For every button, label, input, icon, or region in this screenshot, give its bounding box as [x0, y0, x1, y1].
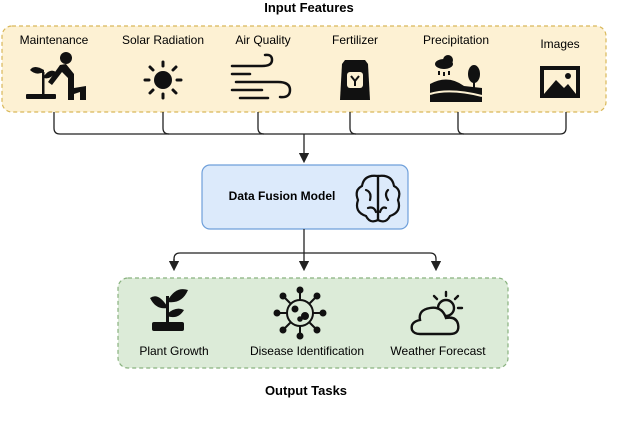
output-label-plant-growth: Plant Growth: [139, 344, 208, 358]
gardener-icon: [26, 52, 86, 100]
virus-icon: [273, 286, 327, 340]
input-label-solar-radiation: Solar Radiation: [122, 33, 204, 47]
input-label-fertilizer: Fertilizer: [332, 33, 378, 47]
rain-landscape-icon: [429, 55, 483, 102]
fertilizer-bag-icon: [340, 60, 370, 100]
input-label-air-quality: Air Quality: [235, 33, 290, 47]
input-connectors: [53, 112, 567, 164]
input-label-maintenance: Maintenance: [20, 33, 89, 47]
output-label-weather-forecast: Weather Forecast: [390, 344, 486, 358]
output-tasks-title: Output Tasks: [265, 383, 347, 398]
input-features-title: Input Features: [264, 0, 354, 15]
image-icon: [540, 66, 580, 98]
brain-icon: [355, 174, 401, 223]
data-fusion-model-label: Data Fusion Model: [229, 189, 336, 203]
output-tasks-box: [117, 277, 509, 369]
wind-icon: [230, 53, 292, 100]
input-label-images: Images: [540, 37, 579, 51]
sprout-icon: [150, 289, 188, 331]
sun-icon: [143, 60, 183, 100]
input-label-precipitation: Precipitation: [423, 33, 489, 47]
input-features-box: [1, 25, 607, 113]
output-connectors: [168, 229, 442, 272]
output-label-disease-identification: Disease Identification: [250, 344, 364, 358]
data-fusion-model-box: [201, 164, 409, 230]
cloud-sun-icon: [410, 290, 464, 336]
